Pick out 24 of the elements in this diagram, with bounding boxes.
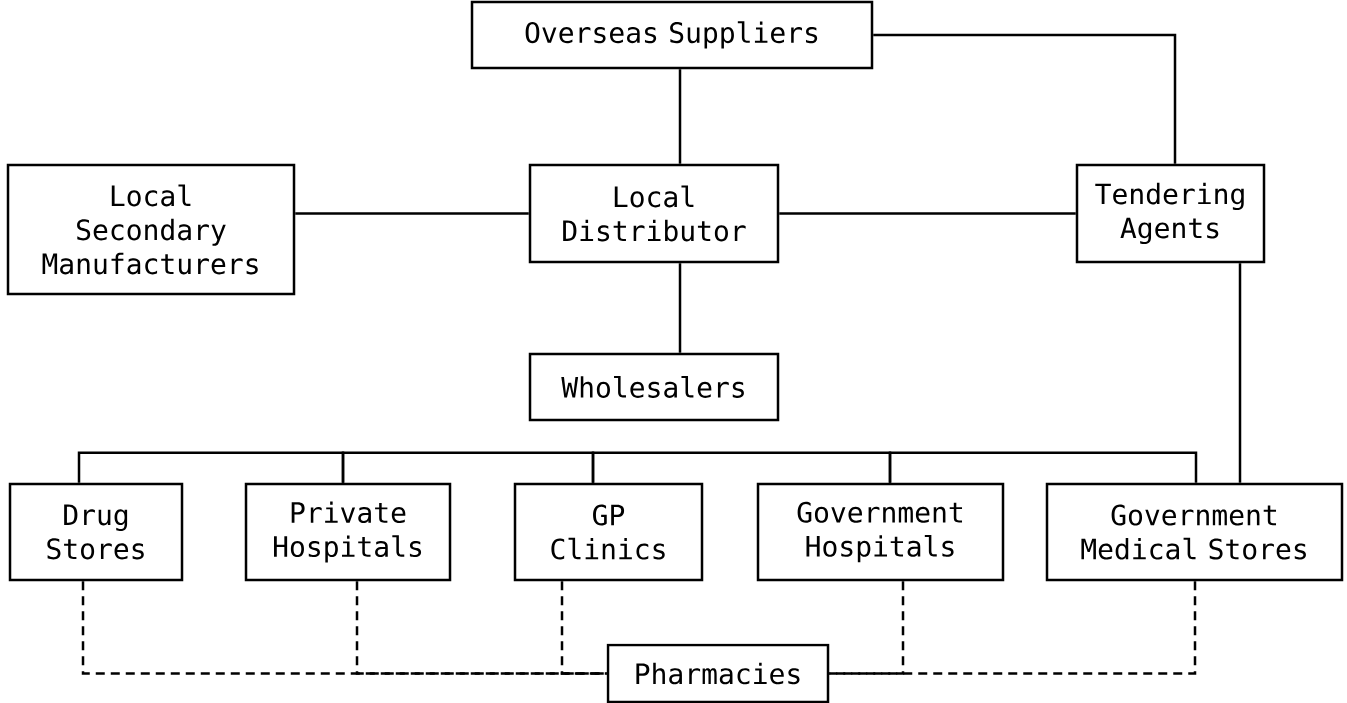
entity-box: GP Clinics [513, 482, 704, 582]
entity-box: Local Distributor [528, 163, 780, 264]
connector-line [678, 69, 682, 164]
connector-line [888, 451, 1198, 483]
connector-line [295, 212, 529, 215]
entity-box: Government Hospitals [756, 482, 1005, 582]
connector-line [591, 451, 892, 483]
entity-box: Local Secondary Manufacturers [6, 163, 296, 296]
connector-line [341, 451, 595, 483]
entity-box: Drug Stores [8, 482, 184, 582]
connector-line [1238, 263, 1242, 483]
connector-line [560, 581, 607, 675]
connector-line [678, 263, 682, 353]
entity-box: Overseas Suppliers [470, 0, 874, 70]
entity-box: Wholesalers [528, 352, 780, 422]
connector-line [355, 581, 607, 675]
connector-line [77, 451, 345, 483]
entity-box: Pharmacies [606, 643, 830, 703]
entity-box: Private Hospitals [244, 482, 452, 582]
connector-line [779, 212, 1076, 215]
connector-line [829, 581, 1197, 675]
entity-box: Tendering Agents [1075, 163, 1266, 264]
entity-box: Government Medical Stores [1045, 482, 1344, 582]
connector-line [873, 33, 1177, 164]
